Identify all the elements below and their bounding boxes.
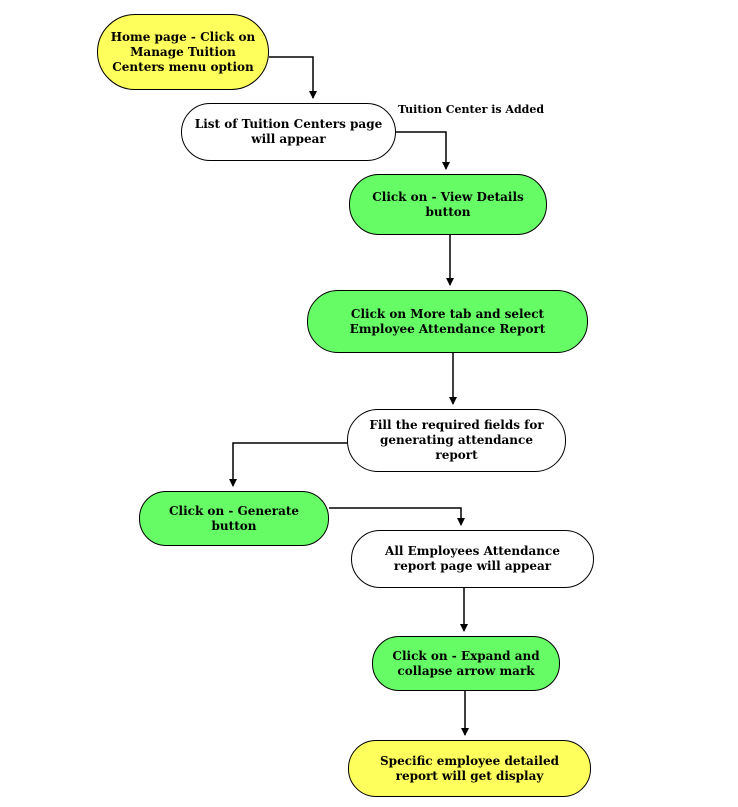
node-view-details: Click on - View Details button xyxy=(349,174,547,235)
arrow-n2-to-n3 xyxy=(396,131,450,170)
node-tuition-centers-list: List of Tuition Centers page will appear xyxy=(181,103,396,161)
node-employee-detailed-report-label: Specific employee detailed report will g… xyxy=(380,753,559,783)
node-expand-collapse: Click on - Expand and collapse arrow mar… xyxy=(372,636,560,691)
edge-label-tuition-center-added: Tuition Center is Added xyxy=(398,103,545,116)
node-attendance-report-page: All Employees Attendance report page wil… xyxy=(351,530,594,588)
node-view-details-label: Click on - View Details button xyxy=(372,189,524,219)
arrow-n1-to-n2 xyxy=(269,56,317,99)
arrow-n5-to-n6 xyxy=(229,442,347,487)
node-generate: Click on - Generate button xyxy=(139,491,329,546)
arrow-n6-to-n7 xyxy=(329,507,465,526)
node-home-page-label: Home page - Click on Manage Tuition Cent… xyxy=(110,29,256,74)
node-generate-label: Click on - Generate button xyxy=(168,503,300,533)
node-employee-detailed-report: Specific employee detailed report will g… xyxy=(348,740,591,797)
node-home-page: Home page - Click on Manage Tuition Cent… xyxy=(97,14,269,90)
node-fill-fields-label: Fill the required fields for generating … xyxy=(369,418,544,462)
node-attendance-report-page-label: All Employees Attendance report page wil… xyxy=(385,544,560,573)
node-expand-collapse-label: Click on - Expand and collapse arrow mar… xyxy=(392,648,540,678)
node-tuition-centers-list-label: List of Tuition Centers page will appear xyxy=(194,117,383,146)
node-more-tab: Click on More tab and select Employee At… xyxy=(307,290,588,353)
node-fill-fields: Fill the required fields for generating … xyxy=(347,409,566,472)
node-more-tab-label: Click on More tab and select Employee At… xyxy=(349,306,546,336)
